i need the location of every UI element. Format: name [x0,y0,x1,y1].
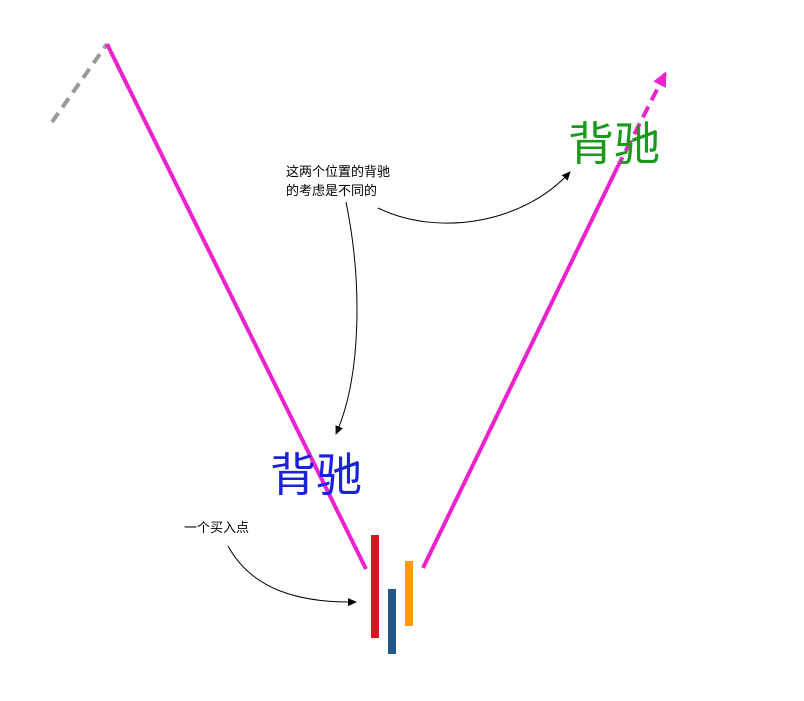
uptrend-line [421,167,619,569]
buy-point-arrow [227,545,357,607]
red-bar [371,535,379,638]
divergence-label-top: 背驰 [568,117,660,171]
prior-trend-dashed-line [50,42,109,124]
downtrend-line [105,43,368,570]
annotation-line-1: 这两个位置的背驰 [286,164,390,180]
orange-bar [405,561,413,626]
blue-bar [388,589,396,654]
annotation-arrow-top [377,171,571,224]
uptrend-dashed-arrow [615,71,667,169]
buy-point-label: 一个买入点 [184,521,249,536]
divergence-label-bottom: 背驰 [270,448,362,502]
annotation-line-2: 的考虑是不同的 [286,183,377,199]
annotation-arrow-bottom [335,201,358,435]
